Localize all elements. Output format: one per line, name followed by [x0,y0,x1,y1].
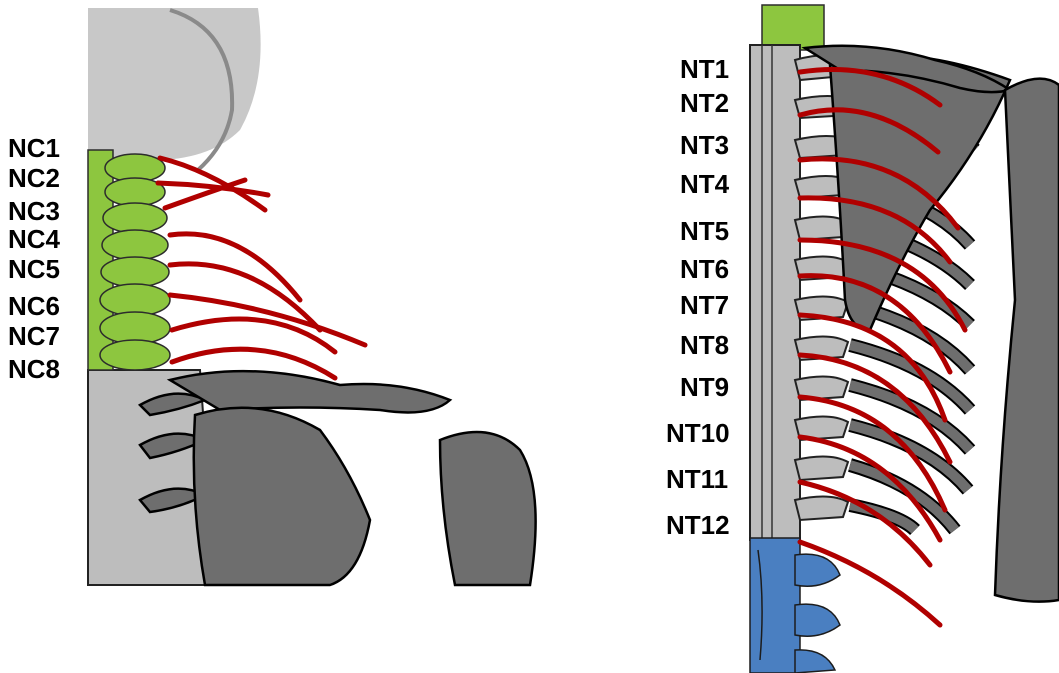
label-nc1: NC1 [8,133,60,163]
cervical-nerves [158,158,365,378]
label-nc6: NC6 [8,291,60,321]
cervical-top [762,5,824,50]
clavicle-left [170,371,450,412]
label-nc4: NC4 [8,224,61,254]
skull [88,8,261,160]
label-nc2: NC2 [8,163,60,193]
label-nt4: NT4 [680,169,730,199]
label-nt12: NT12 [666,510,730,540]
label-nt9: NT9 [680,372,729,402]
label-nt11: NT11 [666,464,728,494]
nc-labels: NC1 NC2 NC3 NC4 NC5 NC6 NC7 NC8 [8,133,61,384]
thoracic-column [750,45,800,540]
right-panel: NT1 NT2 NT3 NT4 NT5 NT6 NT7 NT8 NT9 NT10… [666,5,1059,673]
nerve-nc4 [170,234,300,300]
left-panel: NC1 NC2 NC3 NC4 NC5 NC6 NC7 NC8 [8,8,536,585]
label-nt7: NT7 [680,290,729,320]
nt-labels: NT1 NT2 NT3 NT4 NT5 NT6 NT7 NT8 NT9 NT10… [666,54,730,540]
label-nt6: NT6 [680,254,729,284]
label-nc3: NC3 [8,196,60,226]
humerus-left [440,432,536,585]
humerus-right [995,79,1059,602]
label-nt2: NT2 [680,88,729,118]
label-nt10: NT10 [666,418,730,448]
label-nt1: NT1 [680,54,729,84]
label-nt8: NT8 [680,330,729,360]
label-nt3: NT3 [680,130,729,160]
label-nt5: NT5 [680,216,729,246]
lumbar-vertebrae [750,538,840,673]
label-nc8: NC8 [8,354,60,384]
label-nc5: NC5 [8,254,60,284]
scapula-left [194,408,370,585]
label-nc7: NC7 [8,321,60,351]
